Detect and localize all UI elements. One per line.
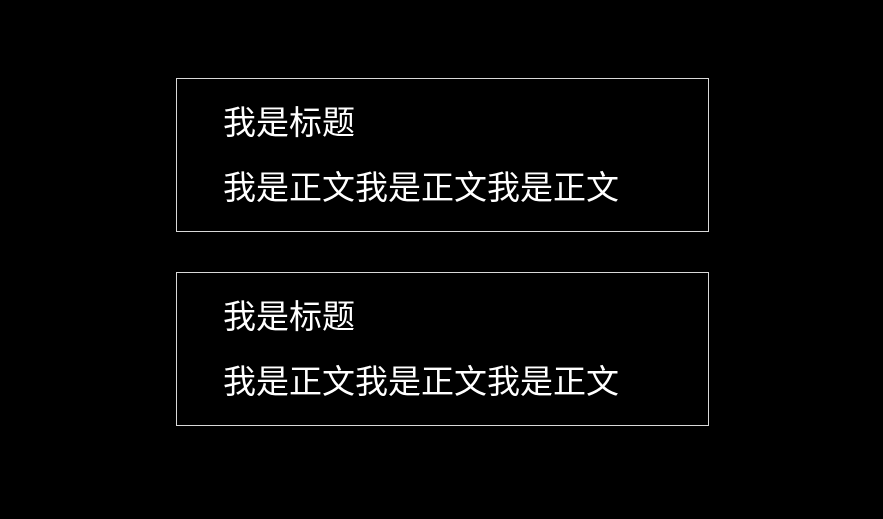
card-body-text: 我是正文我是正文我是正文 [223, 168, 619, 207]
card-1: 我是标题 我是正文我是正文我是正文 [176, 78, 709, 232]
card-2: 我是标题 我是正文我是正文我是正文 [176, 272, 709, 426]
card-body-text: 我是正文我是正文我是正文 [223, 362, 619, 401]
card-title: 我是标题 [223, 297, 355, 336]
card-title: 我是标题 [223, 103, 355, 142]
